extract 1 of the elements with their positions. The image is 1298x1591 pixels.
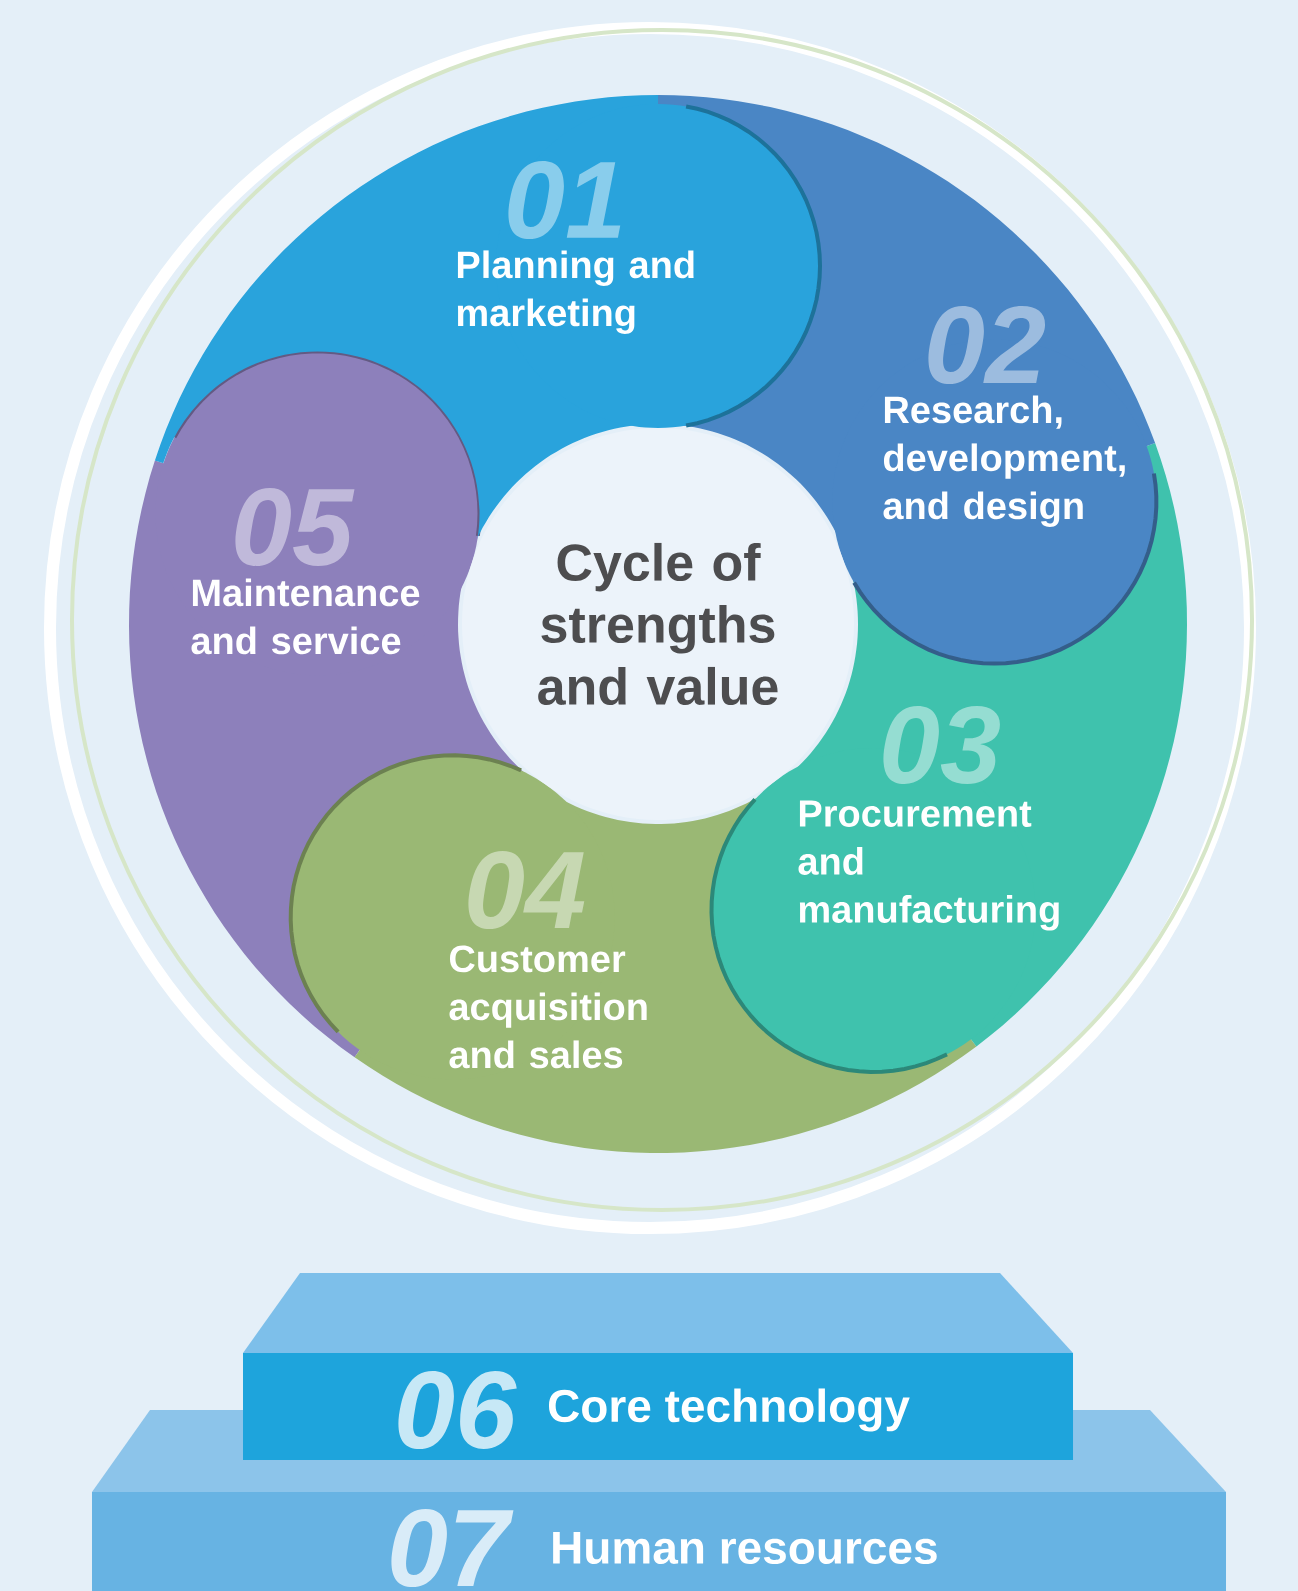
pedestal-step: 06 Core technology bbox=[243, 1273, 1073, 1460]
